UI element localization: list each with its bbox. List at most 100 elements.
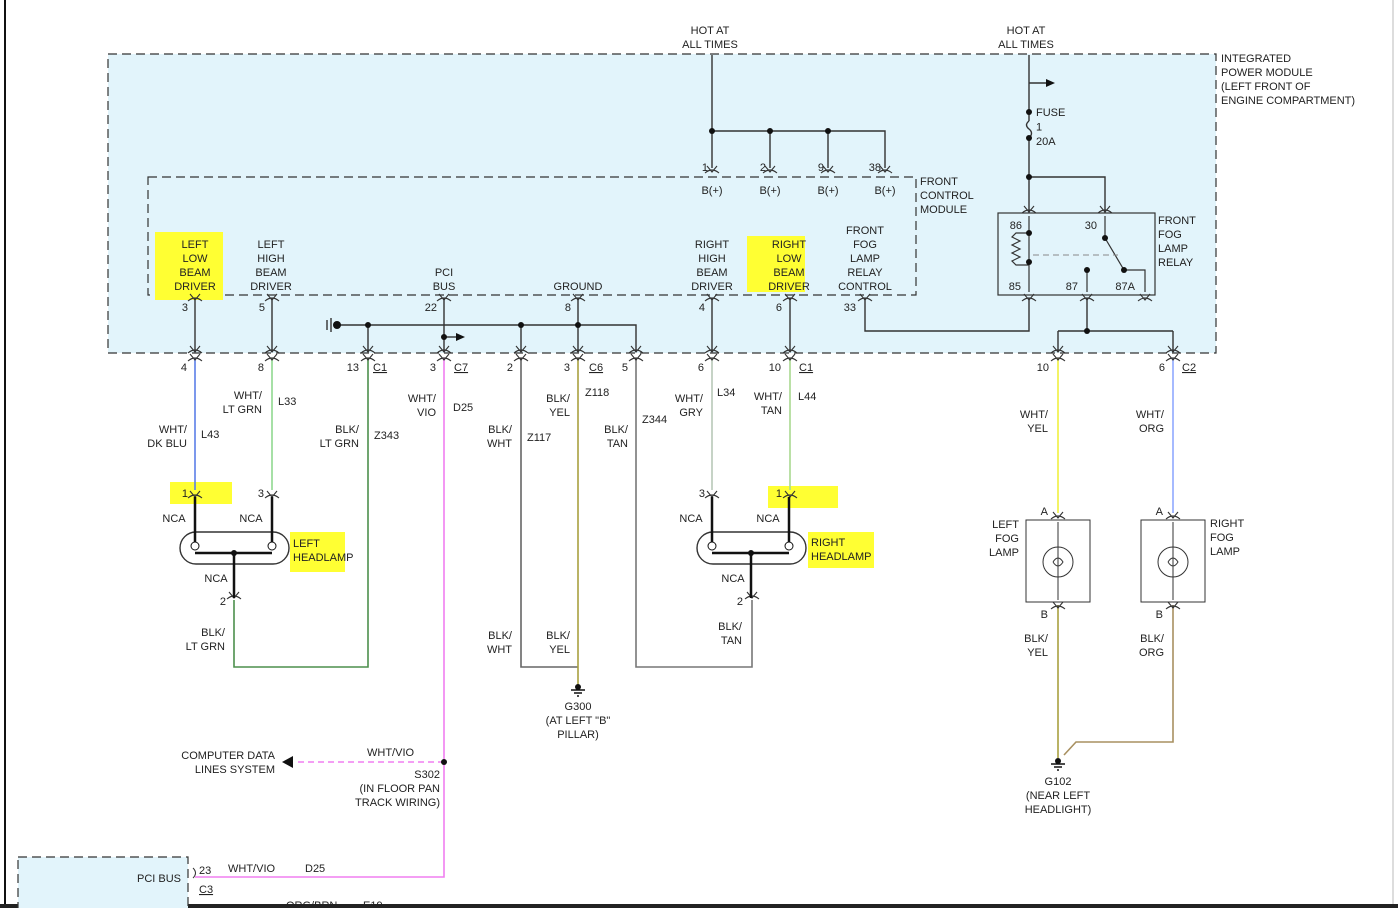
pin-number: 38: [869, 162, 881, 174]
ground-g300-icon: [571, 689, 585, 697]
connector-pin: [360, 353, 376, 362]
wire-color-label: YEL: [549, 407, 570, 419]
connector-pin: [187, 293, 203, 302]
wire-color-label: LT GRN: [320, 438, 359, 450]
connector-pin: [436, 353, 452, 362]
b-plus-label: B(+): [701, 185, 722, 197]
splice-dot: [709, 128, 715, 134]
wire-color-label: BLK/: [546, 630, 571, 642]
pin-number: 4: [699, 302, 705, 314]
circuit-label: Z118: [585, 387, 609, 399]
connector-pin: [264, 490, 280, 499]
arrow-right-icon: [456, 333, 465, 341]
s302-label: TRACK WIRING): [355, 797, 440, 809]
integrated-power-module-label: ENGINE COMPARTMENT): [1221, 95, 1355, 107]
right-low-beam-driver-label: BEAM: [773, 267, 804, 279]
wire-color-label: BLK/: [201, 627, 226, 639]
splice-dot: [1026, 230, 1032, 236]
wire-color-label: BLK/: [488, 630, 513, 642]
right-fog-lamp-label: LAMP: [1210, 546, 1240, 558]
wire-color-label: WHT/: [1020, 409, 1049, 421]
wire-color-label: BLK/: [488, 424, 513, 436]
splice-dot: [1084, 267, 1090, 273]
integrated-power-module-label: (LEFT FRONT OF: [1221, 81, 1311, 93]
splice-dot: [575, 684, 581, 690]
components: [179, 79, 1206, 879]
ground-label: GROUND: [554, 281, 603, 293]
circuit-label: Z117: [527, 432, 551, 444]
connector-pin: [360, 345, 376, 354]
left-fog-lamp-label: LEFT: [992, 519, 1019, 531]
wire-color-label: TAN: [607, 438, 628, 450]
ground-icon: [333, 321, 341, 329]
ground-bus: [335, 324, 637, 352]
wire-color-label: WHT/: [675, 393, 704, 405]
terminal: [784, 541, 794, 551]
pin-number: 1: [182, 488, 188, 500]
wire-color-label: BLK/: [1140, 633, 1165, 645]
wire-color-label: WHT/: [408, 393, 437, 405]
wire-color-label: ORG: [1139, 423, 1164, 435]
splice-dot: [1026, 259, 1032, 265]
front-control-module-label: CONTROL: [920, 190, 974, 202]
wire-color-label: WHT/: [159, 424, 188, 436]
connector-pin: [1165, 345, 1181, 354]
right-fog-lamp-label: FOG: [1210, 532, 1234, 544]
pin-number: 86: [1010, 220, 1022, 232]
wire-color-label: TAN: [761, 405, 782, 417]
right-low-beam-driver-label: DRIVER: [768, 281, 810, 293]
pin-number: 3: [564, 362, 570, 374]
pin-number: 6: [698, 362, 704, 374]
circuit-label: E19: [363, 900, 383, 908]
connector-pin: [264, 293, 280, 302]
relay-internals: [1010, 216, 1146, 292]
right-headlamp-label: RIGHT: [811, 537, 846, 549]
wire-color-label: DK BLU: [147, 438, 187, 450]
splice-dot: [1055, 758, 1061, 764]
connector-pin: [436, 345, 452, 354]
hot-at-all-times-label: HOT AT: [1007, 25, 1046, 37]
front-control-module-label: FRONT: [920, 176, 958, 188]
hot-at-all-times-label: ALL TIMES: [682, 39, 738, 51]
terminal: [190, 541, 200, 551]
wire-z117: [520, 358, 578, 668]
pin-number: 2: [507, 362, 513, 374]
front-fog-lamp-relay-label: FRONT: [1158, 215, 1196, 227]
wire-color-label: ORG: [1139, 647, 1164, 659]
fuse-label: 1: [1036, 122, 1042, 134]
pin-number: B: [1156, 609, 1163, 621]
pci-bus-label: BUS: [433, 281, 456, 293]
left-low-beam-driver-label: DRIVER: [174, 281, 216, 293]
wire-color-label: BLK/: [546, 393, 571, 405]
wire-color-label: LT GRN: [186, 641, 225, 653]
pin-number: 85: [1009, 281, 1021, 293]
connector-pin: [436, 293, 452, 302]
computer-data-lines-label: COMPUTER DATA: [181, 750, 275, 762]
connector-pin: [1137, 293, 1153, 302]
g300-label: (AT LEFT "B": [546, 715, 611, 727]
splice-s302: [441, 759, 447, 765]
left-fog-lamp-label: FOG: [995, 533, 1019, 545]
connector-pin: [187, 345, 203, 354]
right-headlamp-label: HEADLAMP: [811, 551, 872, 563]
pin-number: 6: [776, 302, 782, 314]
circuit-label: D25: [453, 402, 473, 414]
fuse-label: 20A: [1036, 136, 1056, 148]
connector-c7: C7: [454, 362, 468, 374]
wire-color-label: ORG/BRN: [286, 900, 337, 908]
g300-label: G300: [565, 701, 592, 713]
integrated-power-module-label: INTEGRATED: [1221, 53, 1291, 65]
connector-pin: [1165, 511, 1181, 520]
connector-pin: [513, 353, 529, 362]
arrow-right-icon: [1046, 79, 1055, 87]
pin-number: 3: [182, 302, 188, 314]
left-low-beam-driver-label: LOW: [182, 253, 208, 265]
connector-pin: [513, 345, 529, 354]
s302-label: S302: [414, 769, 440, 781]
highlight: [170, 482, 232, 504]
g102-label: (NEAR LEFT: [1026, 790, 1090, 802]
circuit-label: L34: [717, 387, 735, 399]
b-plus-label: B(+): [874, 185, 895, 197]
left-high-beam-driver-label: HIGH: [257, 253, 285, 265]
